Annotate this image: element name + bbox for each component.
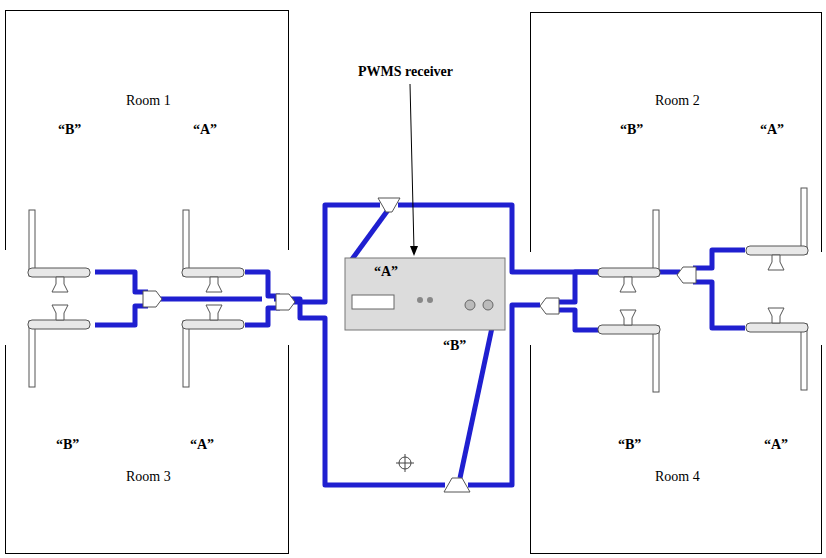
- antenna-label: “B”: [618, 122, 645, 138]
- antenna-label: “A”: [188, 437, 216, 453]
- room-name: Room 4: [655, 469, 700, 485]
- room-name: Room 2: [655, 93, 700, 109]
- room-name: Room 1: [126, 93, 171, 109]
- room-outline: Room 1: [5, 10, 289, 250]
- room-name: Room 3: [126, 469, 171, 485]
- receiver-callout: PWMS receiver: [356, 64, 455, 80]
- antenna-label: “B”: [56, 122, 83, 138]
- antenna-label: “A”: [762, 437, 790, 453]
- antenna-label: “A”: [758, 122, 786, 138]
- antenna-label: “A”: [191, 122, 219, 138]
- receiver-input-label: “B”: [441, 338, 468, 354]
- antenna-label: “B”: [54, 437, 81, 453]
- receiver-input-label: “A”: [372, 264, 400, 280]
- antenna-label: “B”: [616, 437, 643, 453]
- room-outline: Room 3: [5, 345, 289, 554]
